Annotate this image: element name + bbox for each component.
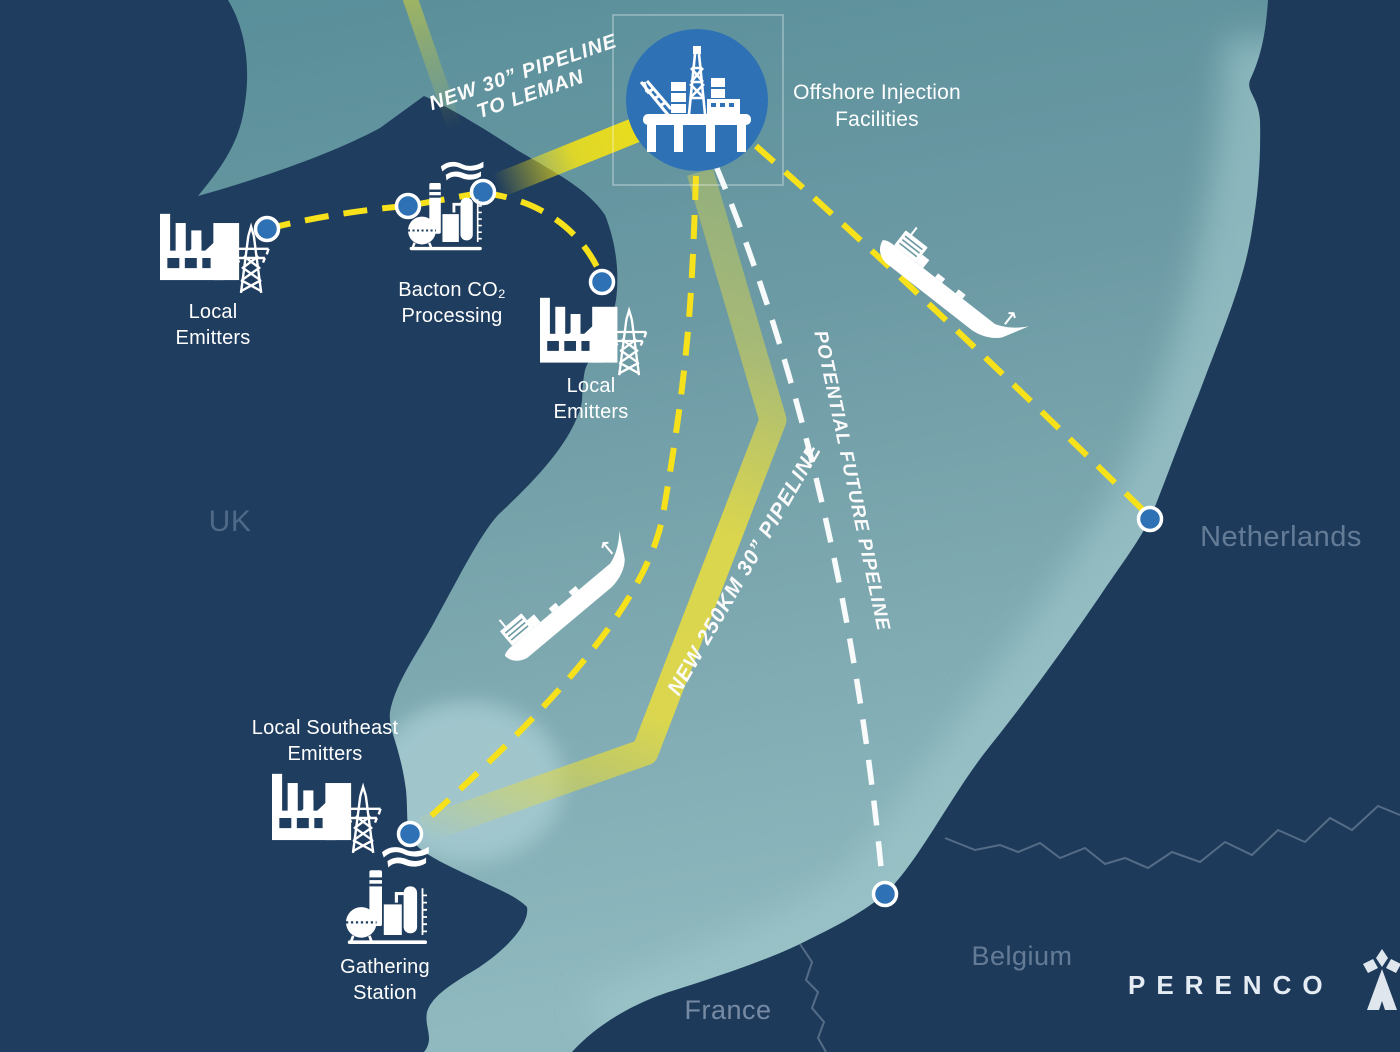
ermine-icon: [1362, 949, 1400, 1010]
local-southeast-line2: Emitters: [287, 742, 363, 765]
offshore-injection-line2: Facilities: [835, 107, 919, 131]
pipeline-band-250km: [419, 168, 787, 843]
country-label-france: France: [684, 995, 772, 1025]
node-bacton-coast: [469, 178, 497, 206]
border-france-belgium: [799, 943, 827, 1052]
node-bacton: [394, 192, 422, 220]
node-gathering-station: [396, 820, 424, 848]
offshore-injection-line1: Offshore Injection: [793, 81, 961, 104]
bacton-line2: Processing: [401, 304, 503, 327]
node-local-emitters-coast: [588, 268, 616, 296]
node-netherlands: [1136, 505, 1164, 533]
node-local-emitters-north: [253, 215, 281, 243]
pipeline-band-leman: [492, 113, 653, 198]
local-southeast-line1: Local Southeast: [251, 717, 399, 739]
country-label-belgium: Belgium: [971, 941, 1073, 971]
bacton-line1: Bacton CO₂: [398, 279, 506, 301]
offshore-injection-label: Offshore Injection Facilities: [793, 80, 961, 134]
bacton-label: Bacton CO₂ Processing: [398, 278, 506, 329]
continent-landmass: [572, 0, 1400, 1052]
faded-pipeline-streak: [402, 0, 463, 131]
hub-outline-square: [612, 14, 784, 186]
local-southeast-emitters-label: Local Southeast Emitters: [252, 716, 398, 767]
local-emitters-north-line1: Local: [188, 301, 238, 323]
node-belgium: [871, 880, 899, 908]
route-bacton-to-coast-emitters: [482, 190, 605, 280]
local-emitters-coast-line1: Local: [566, 375, 616, 397]
gathering-station-line2: Station: [353, 981, 417, 1004]
local-emitters-north-line2: Emitters: [175, 326, 251, 349]
perenco-logo: PERENCO: [1128, 948, 1400, 1022]
perenco-wordmark: PERENCO: [1128, 969, 1334, 1000]
local-emitters-coast-label: Local Emitters: [554, 374, 629, 425]
local-emitters-coast-line2: Emitters: [553, 400, 629, 423]
gathering-station-label: Gathering Station: [340, 955, 430, 1006]
country-label-uk: UK: [208, 505, 252, 538]
gathering-station-line1: Gathering: [340, 956, 430, 978]
offshore-hub-circle: [626, 29, 768, 171]
uk-landmass: [0, 0, 618, 1052]
border-belgium-netherlands: [944, 804, 1400, 870]
country-label-netherlands: Netherlands: [1200, 521, 1362, 553]
connection-nodes: [253, 178, 1164, 908]
local-emitters-north-label: Local Emitters: [176, 300, 251, 351]
